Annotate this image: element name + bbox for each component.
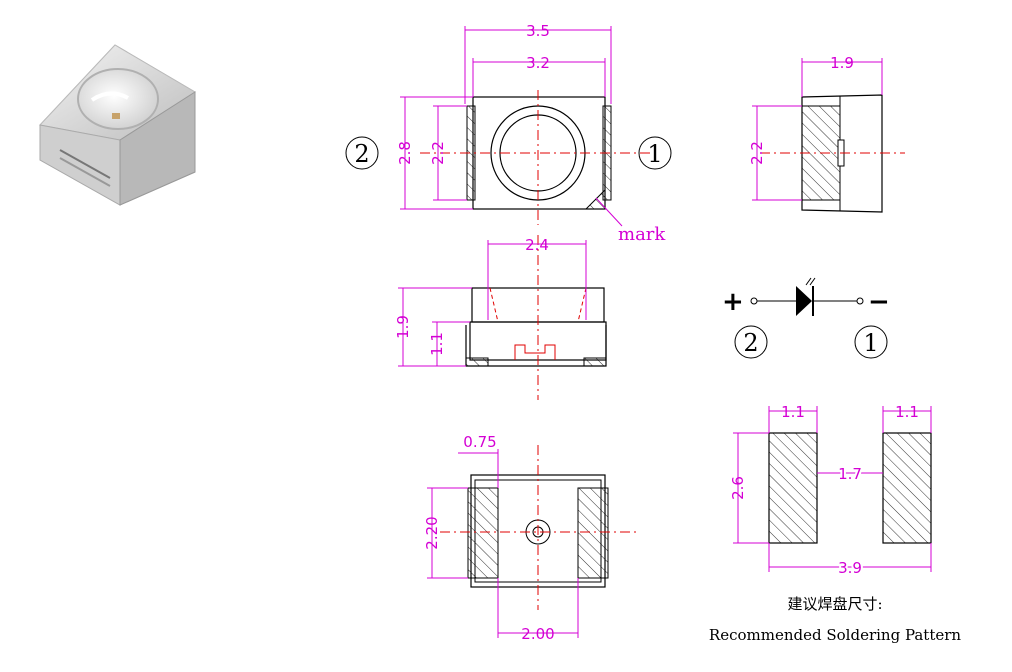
dim-top-width-inner: 3.2 xyxy=(526,54,550,72)
bottom-pad-left xyxy=(467,487,499,579)
diode-symbol xyxy=(796,286,812,316)
dim-solder-gap: 1.7 xyxy=(838,465,862,483)
dim-solder-pad-left-width: 1.1 xyxy=(781,403,805,421)
soldering-caption-cn: 建议焊盘尺寸: xyxy=(787,595,882,613)
dim-side-height: 2.2 xyxy=(748,141,766,165)
dim-top-height-inner: 2.2 xyxy=(429,141,447,165)
dim-front-width: 2.4 xyxy=(525,236,549,254)
dim-side-width: 1.9 xyxy=(830,54,854,72)
schematic-pin-cathode: 1 xyxy=(863,329,878,357)
led-product-image xyxy=(39,44,196,206)
diode-schematic: + − 2 1 xyxy=(722,277,890,359)
polarity-mark xyxy=(584,188,606,210)
dim-front-height-inner: 1.1 xyxy=(428,332,446,356)
bottom-pad-right xyxy=(577,487,609,579)
pin-label-left: 2 xyxy=(354,140,369,168)
dim-bottom-pad-width: 0.75 xyxy=(463,433,496,451)
schematic-plus: + xyxy=(722,287,744,317)
front-view: 2.4 1.9 1.1 xyxy=(394,235,607,400)
mark-label: mark xyxy=(618,224,666,245)
side-view: 1.9 2.2 xyxy=(748,54,905,213)
schematic-pin-anode: 2 xyxy=(743,329,758,357)
solder-pad-left xyxy=(768,432,818,544)
top-view: 3.5 3.2 2.8 2.2 2 1 mark xyxy=(345,22,672,245)
dim-top-height-outer: 2.8 xyxy=(396,141,414,165)
solder-pad-right xyxy=(882,432,932,544)
bottom-view: 0.75 2.20 2.00 xyxy=(423,433,640,643)
dim-solder-pad-right-width: 1.1 xyxy=(895,403,919,421)
dim-solder-height: 2.6 xyxy=(729,476,747,500)
schematic-minus: − xyxy=(868,287,890,317)
soldering-pattern: 1.1 1.1 1.7 2.6 3.9 建议焊盘尺寸: Recommended … xyxy=(709,403,961,644)
pin-label-right: 1 xyxy=(647,140,662,168)
dim-top-width-outer: 3.5 xyxy=(526,22,550,40)
soldering-caption-en: Recommended Soldering Pattern xyxy=(709,626,961,644)
dim-bottom-pad-height: 2.20 xyxy=(423,516,441,549)
dim-solder-total: 3.9 xyxy=(838,559,862,577)
dim-front-height-outer: 1.9 xyxy=(394,315,412,339)
dim-bottom-pad-spacing: 2.00 xyxy=(521,625,554,643)
